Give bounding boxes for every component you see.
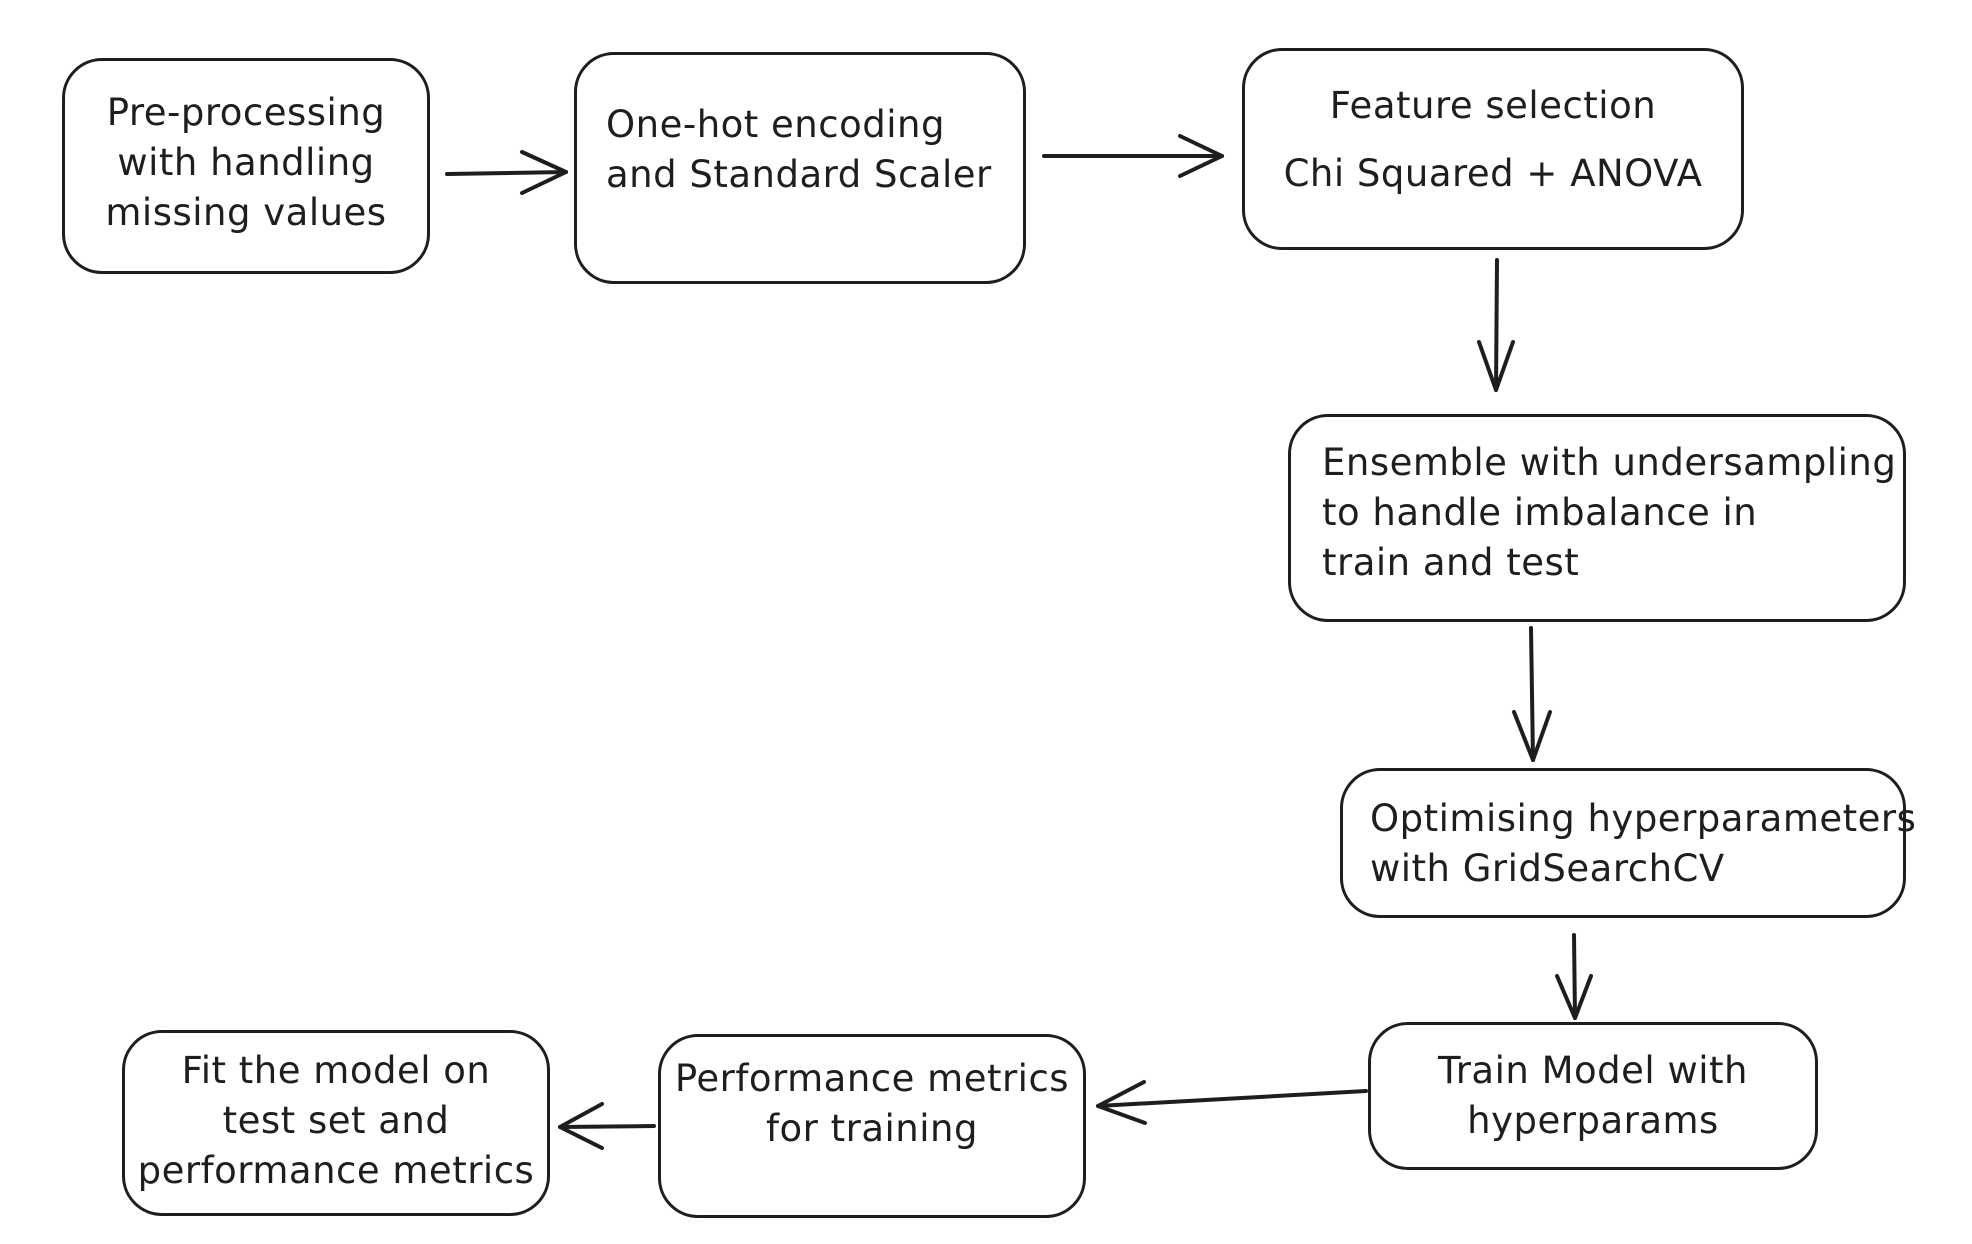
node-hyperparameters-line-1: Optimising hyperparameters: [1370, 797, 1917, 840]
node-feature-selection-label: Feature selection Chi Squared + ANOVA: [1242, 72, 1744, 208]
arrow-feature-selection-to-ensemble: [1477, 258, 1515, 392]
node-preprocessing-line-1: Pre-processing: [106, 91, 386, 134]
node-encoding: [574, 52, 1026, 284]
node-ensemble-line-3: train and test: [1322, 541, 1580, 584]
node-fit-test: [122, 1030, 550, 1216]
node-encoding-line-1: One-hot encoding: [606, 103, 945, 146]
node-fit-test-line-1: Fit the model on: [181, 1049, 491, 1092]
node-preprocessing: [62, 58, 430, 274]
arrow-performance-training-to-fit-test: [558, 1102, 656, 1150]
node-performance-training-label: Performance metrics for training: [654, 1054, 1090, 1154]
node-feature-selection-line-2: Chi Squared + ANOVA: [1283, 152, 1703, 195]
node-preprocessing-line-3: missing values: [105, 191, 387, 234]
node-ensemble-line-2: to handle imbalance in: [1322, 491, 1758, 534]
node-ensemble-line-1: Ensemble with undersampling: [1322, 441, 1897, 484]
node-train-model-line-2: hyperparams: [1467, 1099, 1719, 1142]
node-fit-test-label: Fit the model on test set and performanc…: [122, 1046, 550, 1196]
node-hyperparameters-label: Optimising hyperparameters with GridSear…: [1370, 794, 1917, 894]
node-hyperparameters-line-2: with GridSearchCV: [1370, 847, 1725, 890]
node-performance-training-line-1: Performance metrics: [674, 1057, 1070, 1100]
node-performance-training: [658, 1034, 1086, 1218]
arrow-encoding-to-feature-selection: [1042, 134, 1224, 178]
node-train-model-line-1: Train Model with: [1438, 1049, 1748, 1092]
node-performance-training-line-2: for training: [766, 1107, 978, 1150]
arrow-train-model-to-performance-training: [1096, 1080, 1368, 1125]
arrow-preprocessing-to-encoding: [445, 150, 568, 195]
node-fit-test-line-2: test set and: [222, 1099, 450, 1142]
node-preprocessing-label: Pre-processing with handling missing val…: [62, 88, 430, 238]
node-encoding-line-2: and Standard Scaler: [606, 153, 992, 196]
node-feature-selection-line-1: Feature selection: [1329, 84, 1657, 127]
node-train-model-label: Train Model with hyperparams: [1368, 1046, 1818, 1146]
node-fit-test-line-3: performance metrics: [137, 1149, 535, 1192]
node-preprocessing-line-2: with handling: [117, 141, 375, 184]
node-feature-selection: [1242, 48, 1744, 250]
arrow-ensemble-to-hyperparameters: [1512, 626, 1552, 762]
node-ensemble-label: Ensemble with undersampling to handle im…: [1322, 438, 1902, 588]
node-ensemble: [1288, 414, 1906, 622]
node-encoding-label: One-hot encoding and Standard Scaler: [606, 100, 1026, 200]
arrow-hyperparameters-to-train-model: [1555, 933, 1593, 1020]
node-hyperparameters: [1340, 768, 1906, 918]
node-train-model: [1368, 1022, 1818, 1170]
